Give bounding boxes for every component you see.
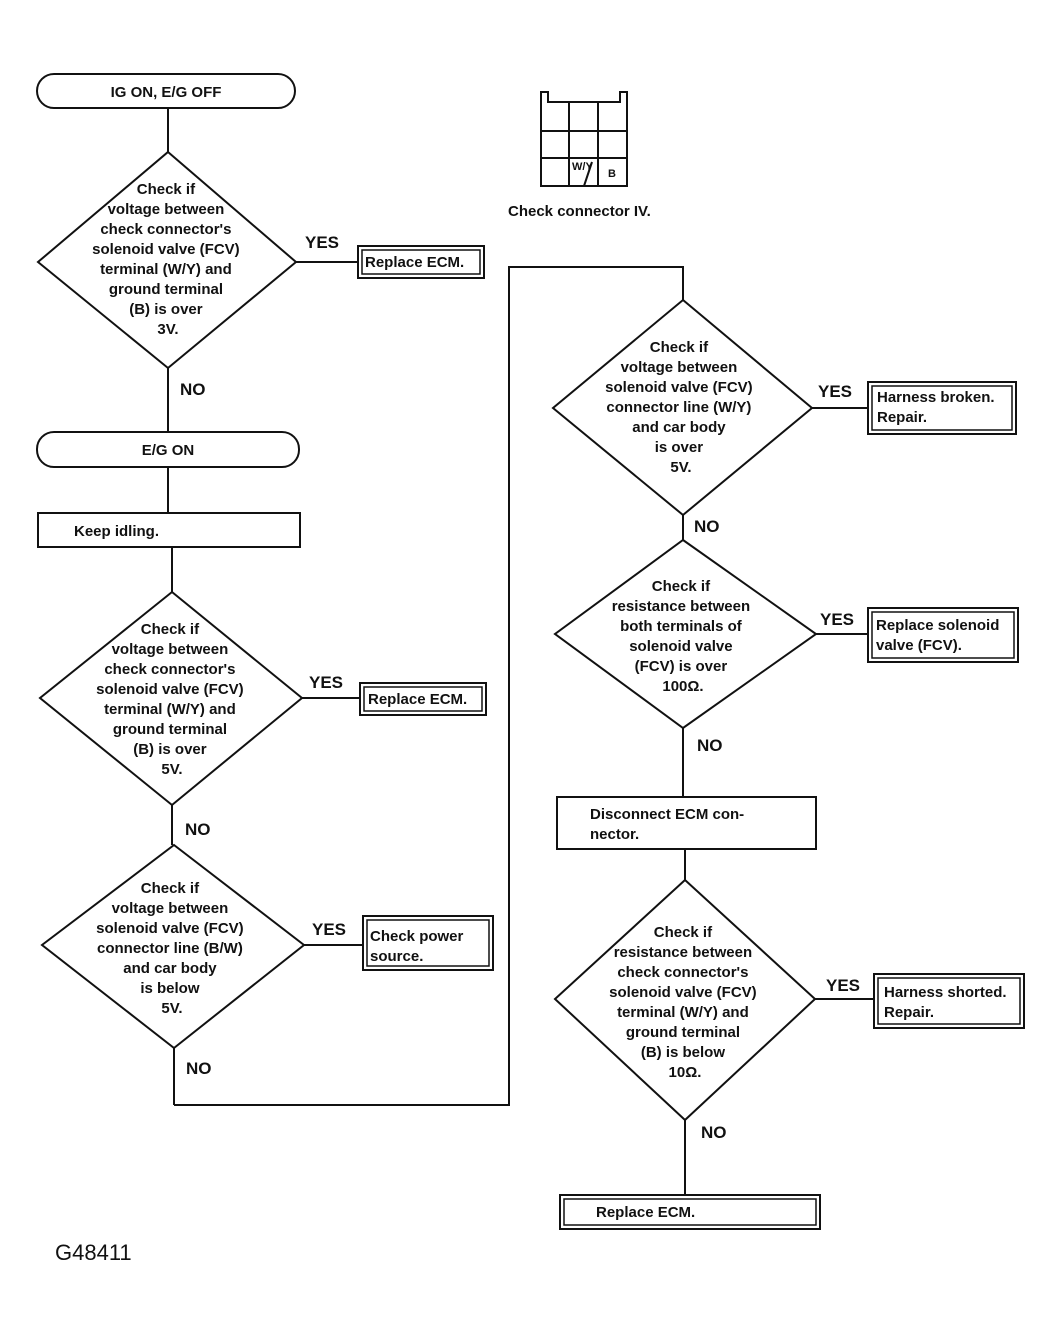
harness-broken-line-2: Repair. — [877, 409, 927, 426]
yes-label-3: YES — [312, 920, 346, 939]
figure-id: G48411 — [55, 1240, 132, 1265]
yes-label-5: YES — [820, 610, 854, 629]
decision-check-bw: Check if voltage between solenoid valve … — [40, 843, 306, 1050]
replace-solenoid-line-1: Replace solenoid — [876, 617, 999, 634]
eg-on-label: E/G ON — [142, 442, 195, 459]
check-power-line-1: Check power — [370, 928, 464, 945]
replace-solenoid-line-2: valve (FCV). — [876, 637, 962, 654]
yes-label-6: YES — [826, 976, 860, 995]
no-label-2: NO — [185, 820, 211, 839]
yes-label-4: YES — [818, 382, 852, 401]
check-power-line-2: source. — [370, 948, 423, 965]
disconnect-ecm-line-2: nector. — [590, 826, 639, 843]
check-wy-body-text: Check if voltage between solenoid valve … — [605, 339, 757, 476]
replace-ecm-box-1: Replace ECM. — [357, 245, 485, 279]
connector-pin-b: B — [608, 168, 616, 180]
disconnect-ecm-line-1: Disconnect ECM con- — [590, 806, 744, 823]
disconnect-ecm-box: Disconnect ECM con- nector. — [556, 796, 817, 850]
replace-ecm-label-2: Replace ECM. — [368, 691, 467, 708]
check-5v-text: Check if voltage between check connector… — [96, 621, 248, 778]
no-label-3: NO — [186, 1059, 212, 1078]
check-power-box: Check power source. — [362, 915, 494, 971]
decision-check-5v: Check if voltage between check connector… — [38, 590, 304, 807]
decision-check-res-10: Check if resistance between check connec… — [553, 878, 817, 1122]
replace-ecm-final-box: Replace ECM. — [559, 1194, 821, 1230]
no-label-6: NO — [701, 1123, 727, 1142]
branch-labels: YES NO YES NO YES NO YES NO YES NO YES N… — [180, 233, 860, 1142]
harness-shorted-line-2: Repair. — [884, 1004, 934, 1021]
eg-on-terminal: E/G ON — [36, 431, 300, 468]
start-ig-on-terminal: IG ON, E/G OFF — [36, 73, 296, 109]
yes-label-1: YES — [305, 233, 339, 252]
no-label-5: NO — [697, 736, 723, 755]
harness-broken-line-1: Harness broken. — [877, 389, 995, 406]
replace-ecm-box-2: Replace ECM. — [359, 682, 487, 716]
connector-caption: Check connector IV. — [508, 203, 651, 220]
connector-pin-wy: W/Y — [572, 161, 593, 173]
check-bw-text: Check if voltage between solenoid valve … — [96, 880, 248, 1017]
keep-idling-label: Keep idling. — [74, 523, 159, 540]
connector-iv-icon: W/Y B — [540, 91, 628, 187]
decision-check-3v: Check if voltage between check connector… — [36, 150, 298, 370]
no-label-4: NO — [694, 517, 720, 536]
keep-idling-box: Keep idling. — [37, 512, 301, 548]
harness-broken-box: Harness broken. Repair. — [867, 381, 1017, 435]
replace-solenoid-box: Replace solenoid valve (FCV). — [867, 607, 1019, 663]
decision-check-res-100: Check if resistance between both termina… — [553, 538, 818, 730]
decision-check-wy-body: Check if voltage between solenoid valve … — [551, 298, 814, 517]
replace-ecm-label-1: Replace ECM. — [365, 254, 464, 271]
flow-lines — [167, 108, 874, 1195]
harness-shorted-line-1: Harness shorted. — [884, 984, 1007, 1001]
harness-shorted-box: Harness shorted. Repair. — [873, 973, 1025, 1029]
yes-label-2: YES — [309, 673, 343, 692]
no-label-1: NO — [180, 380, 206, 399]
start-ig-on-label: IG ON, E/G OFF — [111, 84, 222, 101]
check-res-100-text: Check if resistance between both termina… — [612, 578, 755, 695]
replace-ecm-final-label: Replace ECM. — [596, 1204, 695, 1221]
check-res-10-text: Check if resistance between check connec… — [609, 924, 761, 1081]
check-3v-text: Check if voltage between check connector… — [92, 181, 244, 338]
